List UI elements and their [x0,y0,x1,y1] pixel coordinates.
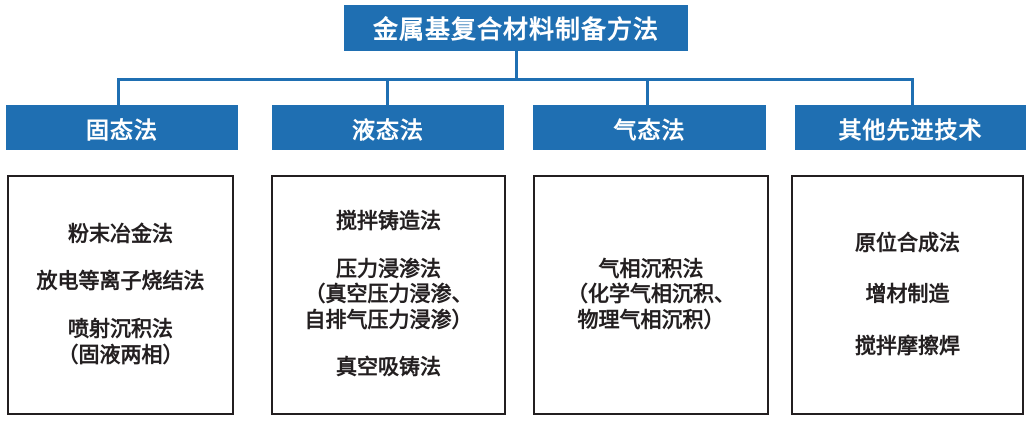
column-header-other-advanced: 其他先进技术 [795,105,1026,150]
list-item: 搅拌铸造法 [336,208,441,233]
column-body-other-advanced: 原位合成法 增材制造 搅拌摩擦焊 [791,175,1024,415]
list-item: 气相沉积法 （化学气相沉积、 物理气相沉积） [567,256,735,332]
column-body-gas-state: 气相沉积法 （化学气相沉积、 物理气相沉积） [533,175,769,415]
connector-drop-column-3 [646,78,649,106]
list-item: 喷射沉积法 （固液两相） [57,317,184,367]
connector-drop-column-1 [117,78,120,106]
column-header-solid-state: 固态法 [6,105,238,150]
column-header-gas-state: 气态法 [533,105,766,150]
list-item: 增材制造 [865,282,950,307]
list-item: 真空吸铸法 [336,355,441,380]
list-item: 压力浸渗法 （真空压力浸渗、 自排气压力浸渗） [304,256,473,332]
column-body-solid-state: 粉末冶金法 放电等离子烧结法 喷射沉积法 （固液两相） [7,175,234,415]
list-item: 放电等离子烧结法 [36,269,205,294]
connector-drop-column-4 [911,78,914,106]
diagram-root-title: 金属基复合材料制备方法 [344,5,688,51]
column-header-liquid-state: 液态法 [272,105,504,150]
connector-horizontal-bus [117,78,914,81]
list-item: 原位合成法 [855,230,960,255]
connector-title-stem [515,51,518,80]
connector-drop-column-2 [386,78,389,106]
list-item: 粉末冶金法 [68,221,173,246]
column-body-liquid-state: 搅拌铸造法 压力浸渗法 （真空压力浸渗、 自排气压力浸渗） 真空吸铸法 [271,175,506,415]
list-item: 搅拌摩擦焊 [855,333,960,358]
